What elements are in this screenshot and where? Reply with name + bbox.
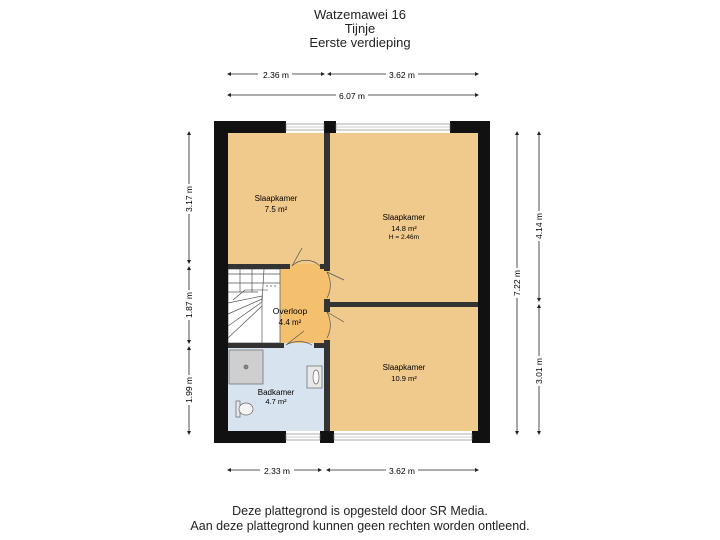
- doors: [284, 247, 345, 348]
- floorplan-city: Tijnje: [344, 21, 376, 36]
- dim-right-top: 4.14 m: [534, 213, 544, 239]
- dim-top-right: 3.62 m: [389, 70, 415, 80]
- bathroom-name: Badkamer: [258, 388, 295, 397]
- floorplan-floor-name: Eerste verdieping: [309, 35, 411, 50]
- bedroom-small-area: 7.5 m²: [265, 205, 288, 214]
- floorplan-address: Watzemawei 16: [314, 7, 406, 22]
- dim-bottom-left: 2.33 m: [264, 466, 290, 476]
- dim-left-bottom: 1.99 m: [184, 377, 194, 403]
- dim-top-total: 6.07 m: [339, 91, 365, 101]
- stairs: [227, 268, 281, 344]
- bedroom-large-area: 14.8 m²: [391, 224, 417, 233]
- dim-bottom-right: 3.62 m: [389, 466, 415, 476]
- bedroom-back-name: Slaapkamer: [383, 363, 426, 372]
- dim-left-top: 3.17 m: [184, 186, 194, 212]
- disclaimer-line-1: Deze plattegrond is opgesteld door SR Me…: [232, 504, 488, 518]
- dim-right-bottom: 3.01 m: [534, 358, 544, 384]
- dim-left-middle: 1.87 m: [184, 292, 194, 318]
- room-bedroom-large: [330, 133, 478, 302]
- landing-area: 4.4 m²: [279, 318, 302, 327]
- dim-right-total: 7.22 m: [512, 270, 522, 296]
- disclaimer-line-2: Aan deze plattegrond kunnen geen rechten…: [190, 519, 530, 533]
- room-bedroom-back: [330, 307, 478, 431]
- bedroom-large-name: Slaapkamer: [383, 213, 426, 222]
- dim-top-left: 2.36 m: [263, 70, 289, 80]
- room-bedroom-small: [228, 133, 324, 264]
- bedroom-back-area: 10.9 m²: [391, 374, 417, 383]
- bedroom-small-name: Slaapkamer: [255, 194, 298, 203]
- bathroom-area: 4.7 m²: [265, 397, 287, 406]
- bathroom-fixtures: [228, 349, 323, 418]
- landing-name: Overloop: [273, 306, 308, 316]
- bedroom-large-height: H = 2.46m: [389, 234, 419, 241]
